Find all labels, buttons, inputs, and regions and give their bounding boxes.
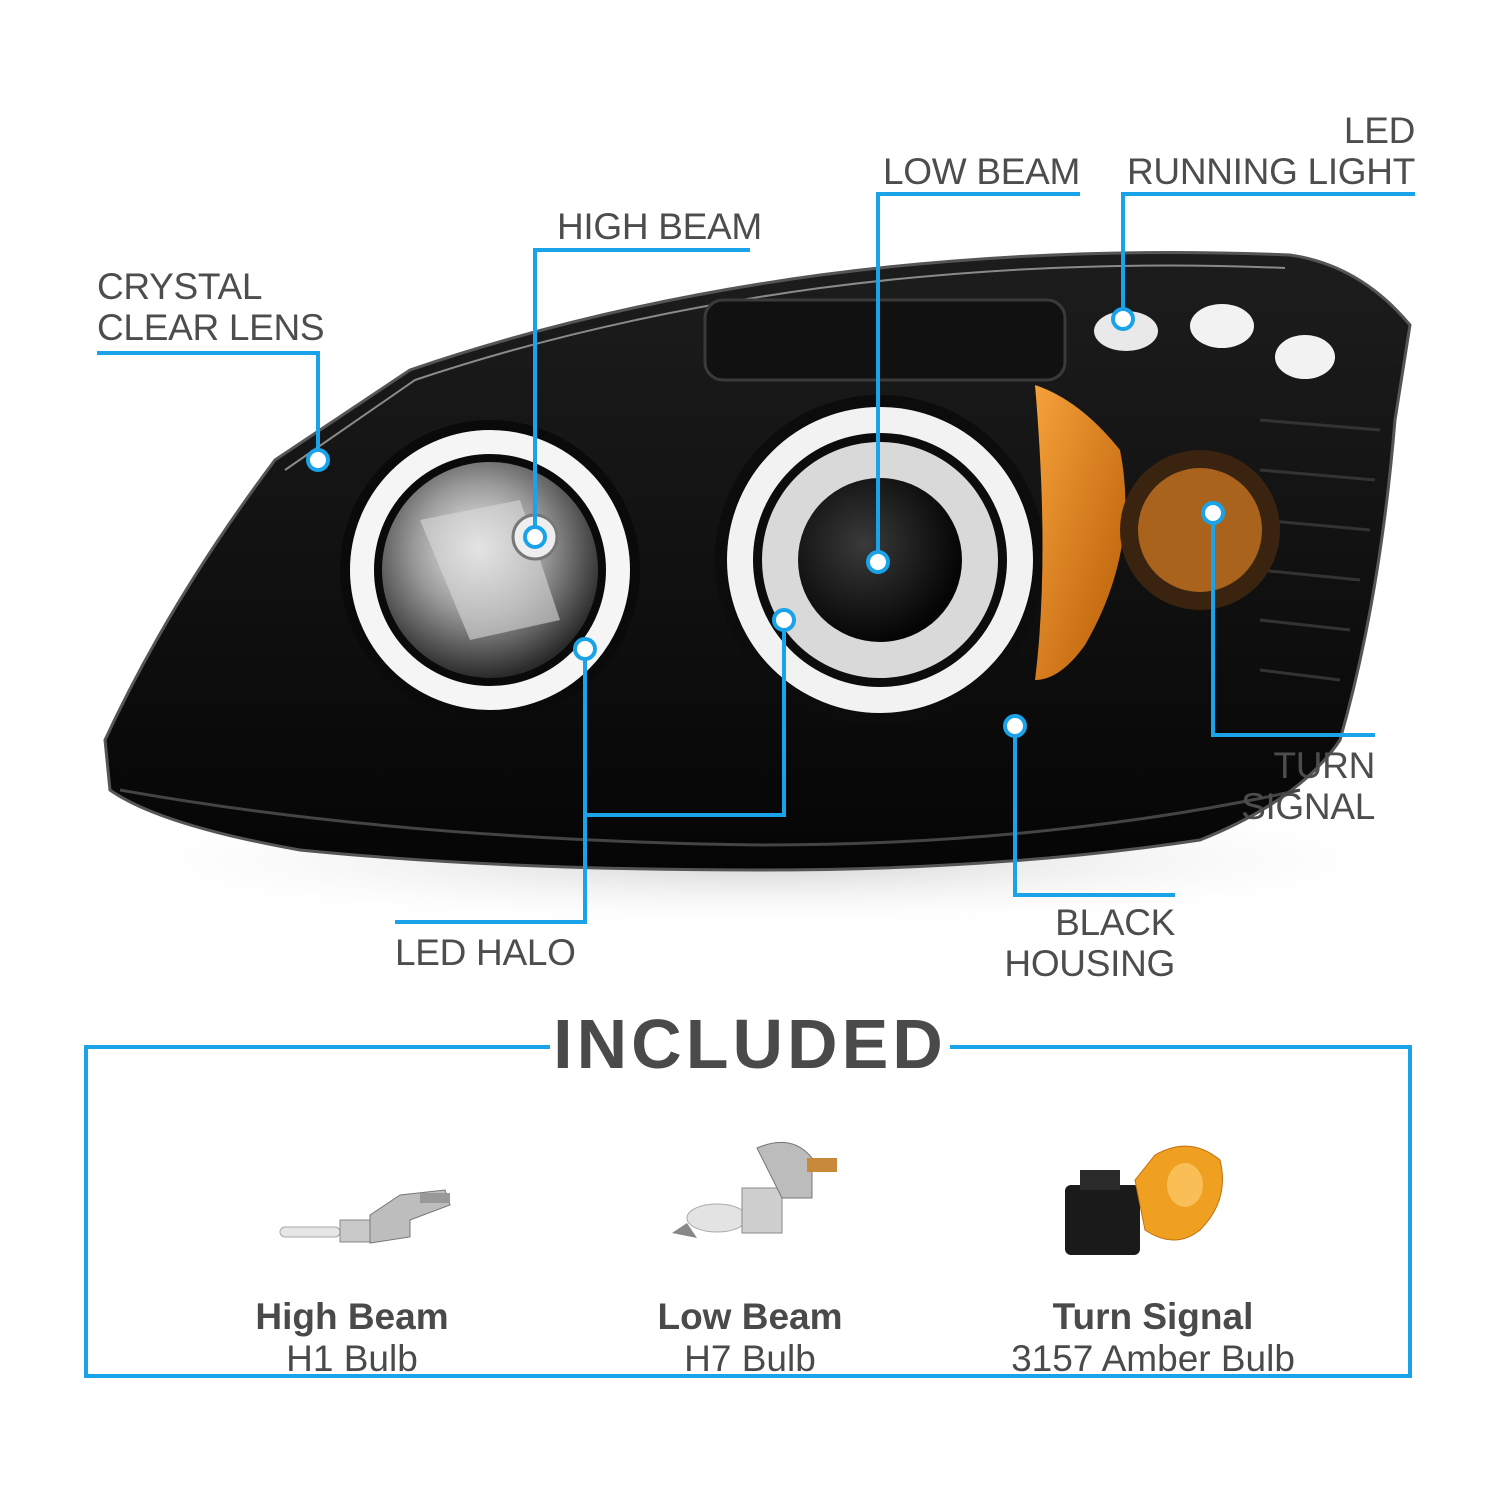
callout-leaders [97, 192, 1415, 924]
3157-amber-bulb-icon [1065, 1145, 1223, 1255]
callout-black-housing: BLACK HOUSING [1004, 902, 1175, 984]
included-item-high-beam: High Beam H1 Bulb [255, 1296, 449, 1379]
callout-led-running-light: LED RUNNING LIGHT [1127, 110, 1415, 192]
callout-led-halo: LED HALO [395, 932, 576, 973]
headlight-image [60, 251, 1460, 930]
included-title: INCLUDED [550, 1004, 950, 1084]
callout-crystal-clear-lens: CRYSTAL CLEAR LENS [97, 266, 325, 348]
callout-low-beam: LOW BEAM [882, 151, 1080, 192]
callout-turn-signal: TURN SIGNAL [1241, 745, 1375, 827]
h1-bulb-icon [279, 1189, 451, 1244]
included-item-low-beam: Low Beam H7 Bulb [657, 1296, 843, 1379]
h7-bulb-icon [672, 1141, 837, 1238]
included-item-turn-signal: Turn Signal 3157 Amber Bulb [1011, 1296, 1295, 1379]
callout-high-beam: HIGH BEAM [557, 206, 762, 247]
